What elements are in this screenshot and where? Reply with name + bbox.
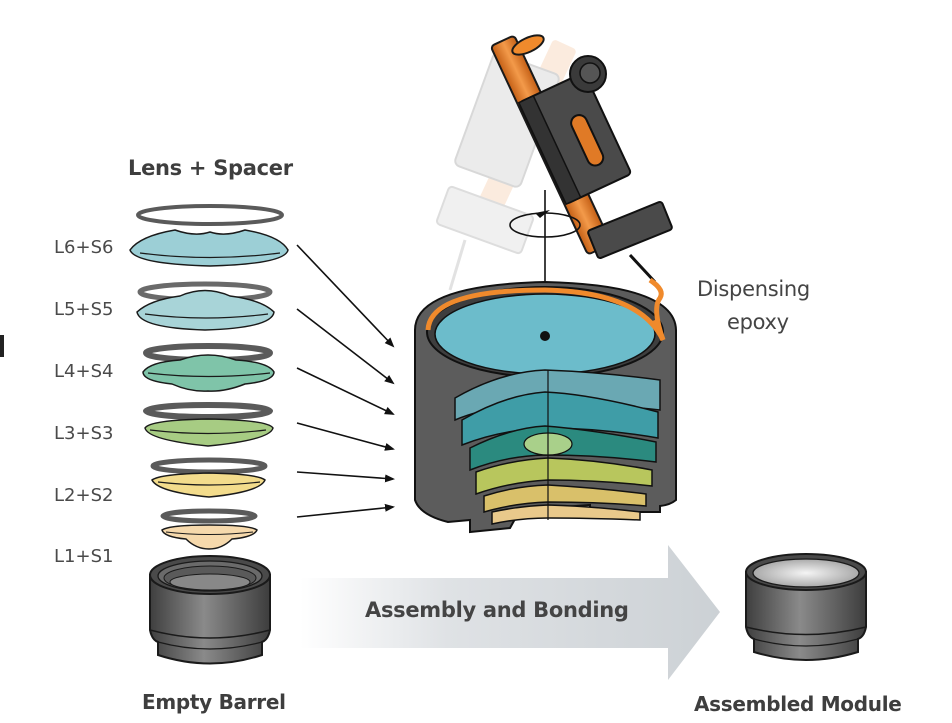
lens-pair-6	[129, 204, 289, 267]
arrow-l4	[296, 367, 395, 415]
insertion-arrows	[296, 244, 395, 518]
lens-pair-4	[142, 343, 275, 392]
empty-barrel	[149, 555, 271, 665]
lens-pair-5	[136, 281, 275, 331]
epoxy-bead	[425, 287, 666, 342]
lens-5	[136, 289, 275, 331]
empty-barrel-label: Empty Barrel	[142, 690, 286, 714]
edge-fragment	[0, 335, 4, 357]
lens-1	[161, 524, 258, 550]
spacer-3	[143, 402, 273, 420]
lens-6	[129, 229, 289, 267]
lens-label-l3: L3+S3	[54, 423, 114, 444]
spacer-2	[150, 457, 268, 475]
process-arrow	[300, 545, 720, 680]
lens-label-l2: L2+S2	[54, 485, 114, 506]
lens-stack	[129, 204, 289, 550]
lens-label-l6: L6+S6	[54, 237, 114, 258]
lens-label-l5: L5+S5	[54, 299, 114, 320]
arrow-l1	[296, 503, 395, 518]
lens-pair-3	[143, 402, 274, 447]
assembled-module-label: Assembled Module	[694, 692, 902, 716]
spacer-6	[136, 204, 284, 226]
cutaway-barrel	[414, 277, 677, 534]
lens-label-l1: L1+S1	[54, 546, 114, 567]
arrow-l3	[296, 422, 395, 451]
lens-3	[144, 418, 274, 447]
epoxy-dispenser	[490, 34, 673, 284]
needle	[628, 253, 657, 284]
lens-4	[142, 354, 275, 392]
lens-pair-1	[160, 508, 258, 550]
arrow-l2	[296, 471, 395, 483]
dispensing-label-line1: Dispensing	[697, 277, 810, 301]
dispensing-label-line2: epoxy	[727, 310, 789, 334]
syringe-flange	[587, 201, 673, 259]
spacer-1	[160, 508, 258, 524]
assembled-module	[745, 553, 867, 661]
lens-pair-2	[150, 457, 268, 498]
lens-spacer-title: Lens + Spacer	[128, 156, 293, 180]
lens-label-l4: L4+S4	[54, 361, 114, 382]
arrow-l6	[296, 244, 395, 348]
process-arrow-label: Assembly and Bonding	[365, 598, 629, 622]
arrow-l5	[296, 308, 395, 385]
